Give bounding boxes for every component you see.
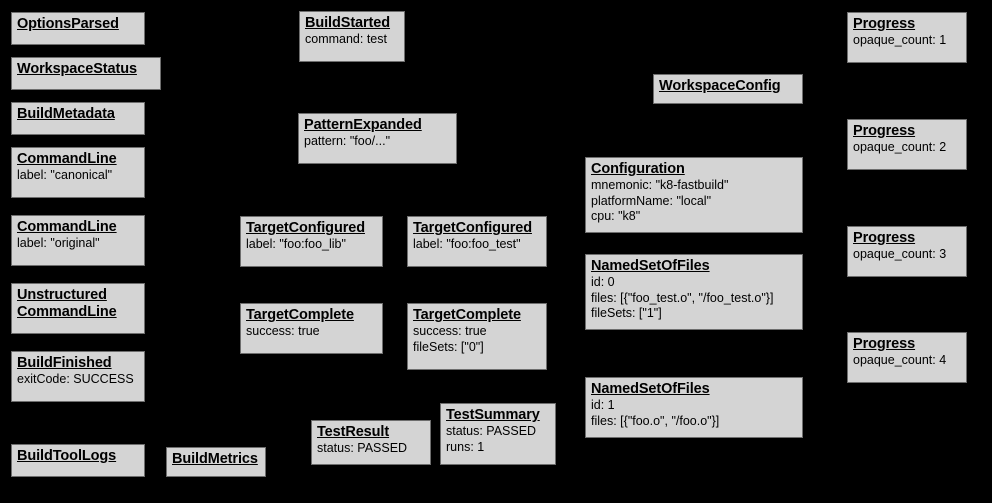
node-field: label: "canonical" <box>17 168 113 182</box>
node-title: Progress <box>853 336 916 352</box>
node-title: BuildStarted <box>305 15 391 31</box>
node-title: Progress <box>853 230 916 246</box>
node-field: mnemonic: "k8-fastbuild" <box>591 178 729 192</box>
node-workspace-status[interactable]: WorkspaceStatus <box>11 57 161 90</box>
node-build-tool-logs[interactable]: BuildToolLogs <box>11 444 145 477</box>
node-title: TestResult <box>317 424 390 440</box>
node-field: command: test <box>305 32 387 46</box>
node-workspace-config[interactable]: WorkspaceConfig <box>653 74 803 104</box>
node-title: NamedSetOfFiles <box>591 258 710 274</box>
node-field: files: [{"foo_test.o", "/foo_test.o"}] <box>591 290 774 305</box>
node-title: BuildFinished <box>17 355 112 371</box>
node-field: runs: 1 <box>446 439 485 454</box>
node-title: NamedSetOfFiles <box>591 381 710 397</box>
node-title: CommandLine <box>17 151 117 167</box>
node-field: status: PASSED <box>446 424 537 438</box>
node-field: opaque_count: 1 <box>853 33 947 47</box>
node-title: PatternExpanded <box>304 117 422 133</box>
node-field: opaque_count: 4 <box>853 353 947 367</box>
node-field: platformName: "local" <box>591 193 712 208</box>
node-field: success: true <box>246 324 320 338</box>
node-field: success: true <box>413 324 487 338</box>
node-field: id: 0 <box>591 275 615 289</box>
node-field: id: 1 <box>591 398 615 412</box>
node-field: files: [{"foo.o", "/foo.o"}] <box>591 413 720 428</box>
node-title: Unstructured CommandLine <box>17 287 117 320</box>
node-field: fileSets: ["1"] <box>591 306 662 320</box>
node-field: opaque_count: 3 <box>853 247 947 261</box>
node-title: OptionsParsed <box>17 16 119 32</box>
node-title: BuildMetadata <box>17 106 115 122</box>
node-options-parsed[interactable]: OptionsParsed <box>11 12 145 45</box>
node-title: Progress <box>853 123 916 139</box>
node-field: cpu: "k8" <box>591 209 641 223</box>
node-title: TargetComplete <box>246 307 354 323</box>
node-field: label: "original" <box>17 236 100 250</box>
node-field: label: "foo:foo_lib" <box>246 237 346 251</box>
node-unstructured-command-line[interactable]: Unstructured CommandLine <box>11 283 145 334</box>
node-field: fileSets: ["0"] <box>413 339 484 354</box>
node-build-metrics[interactable]: BuildMetrics <box>166 447 266 477</box>
node-title: WorkspaceStatus <box>17 61 137 77</box>
node-title: TestSummary <box>446 407 540 423</box>
node-title: Configuration <box>591 161 685 177</box>
node-title: Progress <box>853 16 916 32</box>
node-field: status: PASSED <box>317 441 408 455</box>
node-title: CommandLine <box>17 219 117 235</box>
node-field: opaque_count: 2 <box>853 140 947 154</box>
node-title: WorkspaceConfig <box>659 78 781 94</box>
node-field: pattern: "foo/..." <box>304 134 391 148</box>
node-field: exitCode: SUCCESS <box>17 372 134 386</box>
node-title: TargetConfigured <box>246 220 365 236</box>
node-title: TargetConfigured <box>413 220 532 236</box>
node-field: label: "foo:foo_test" <box>413 237 521 251</box>
node-build-metadata[interactable]: BuildMetadata <box>11 102 145 135</box>
node-title: BuildToolLogs <box>17 448 117 464</box>
node-title: TargetComplete <box>413 307 521 323</box>
node-title: BuildMetrics <box>172 451 258 467</box>
